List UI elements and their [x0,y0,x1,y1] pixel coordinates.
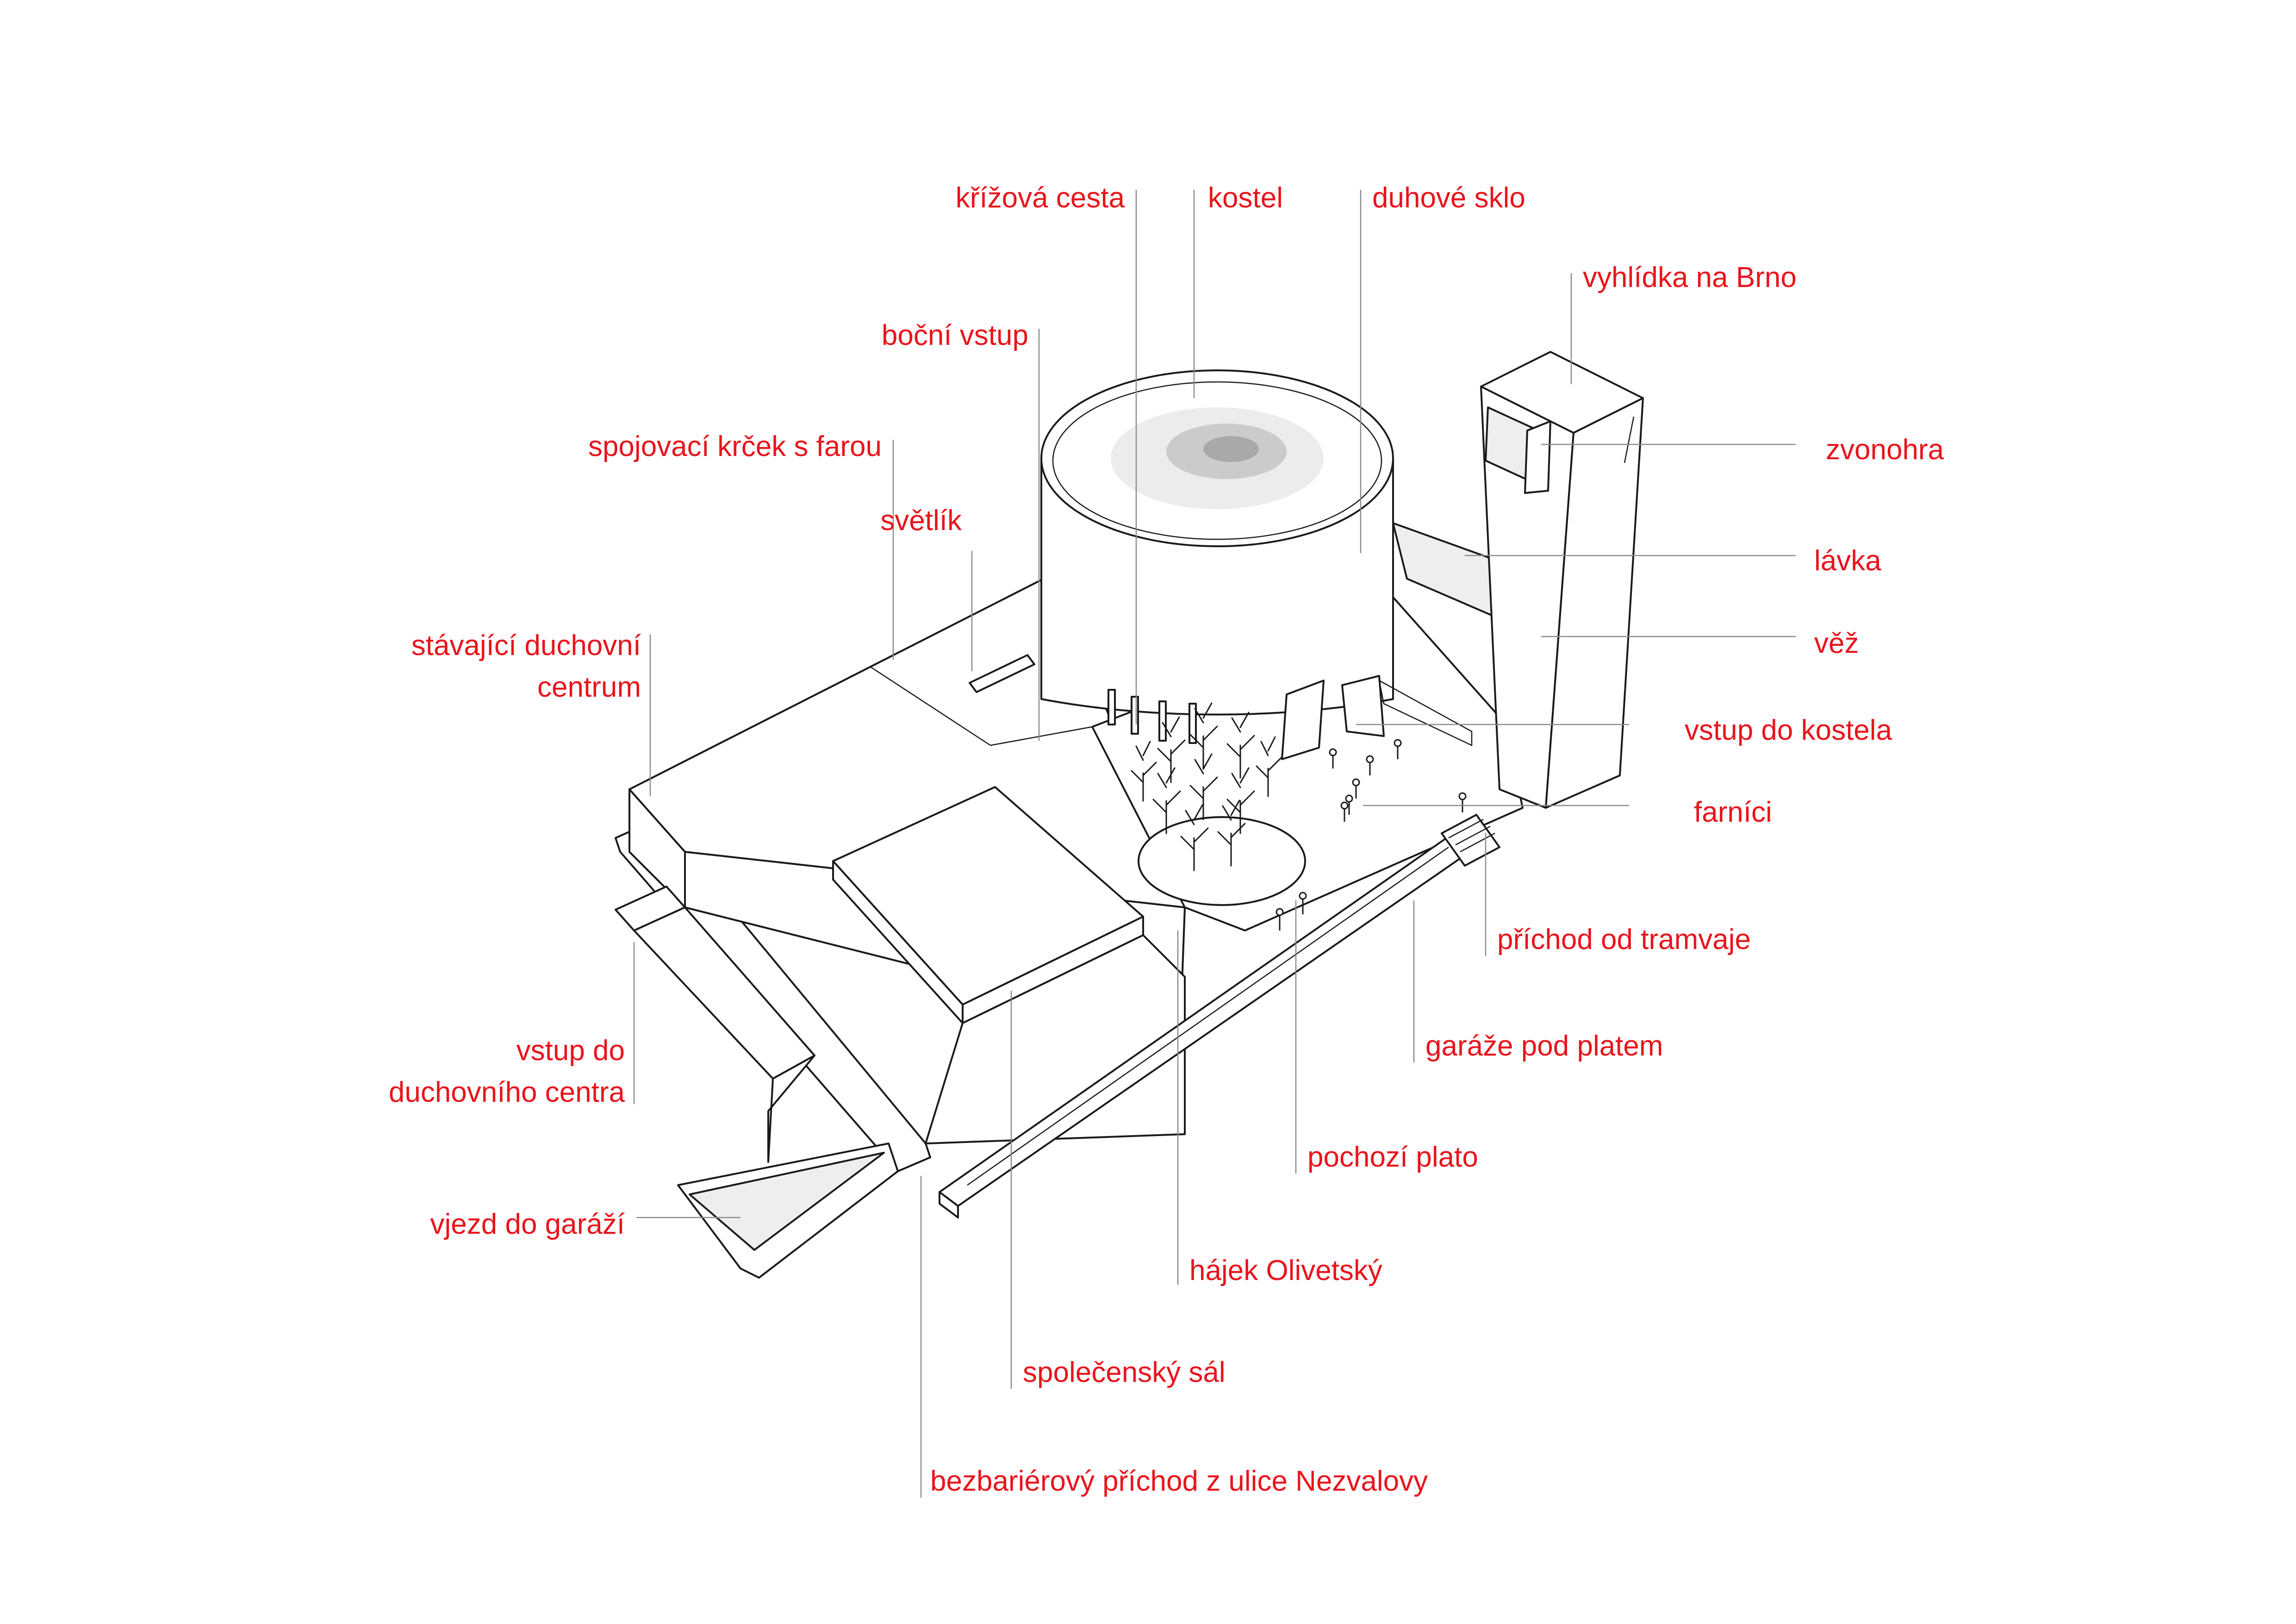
label-zvonohra: zvonohra [1826,434,1944,466]
label-vstup-dc-1: vstup do [516,1035,625,1067]
label-vstup-kostel: vstup do kostela [1685,714,1892,746]
leader-lines [633,190,1796,1498]
label-vstup-dc-2: duchovního centra [389,1076,625,1108]
label-hajek: hájek Olivetský [1189,1255,1382,1287]
label-pochozi-plato: pochozí plato [1307,1141,1478,1173]
label-vjezd: vjezd do garáží [430,1208,625,1240]
label-duhove-sklo: duhové sklo [1372,182,1525,214]
label-kostel: kostel [1208,182,1283,214]
parishioners [1276,739,1467,931]
labels: křížová cesta kostel duhové sklo vyhlídk… [389,182,1944,1497]
garage-ramp [615,886,899,1279]
label-krizova-cesta: křížová cesta [956,182,1125,214]
label-vyhlidka: vyhlídka na Brno [1583,262,1797,294]
church-cylinder [1040,369,1473,760]
skylight [969,654,1035,693]
label-bezbarierovy: bezbariérový příchod z ulice Nezvalovy [930,1465,1428,1497]
label-vez: věž [1814,627,1859,659]
label-spolecensky-sal: společenský sál [1023,1356,1226,1388]
label-prichod-tramvaj: příchod od tramvaje [1497,924,1751,956]
label-farnici: farníci [1694,796,1772,828]
label-lavka: lávka [1814,545,1881,577]
label-stavajici-2: centrum [537,671,641,703]
tower [1480,351,1644,809]
building-drawing [615,351,1644,1279]
olive-grove [1131,702,1306,906]
label-bocni-vstup: boční vstup [882,319,1028,351]
label-svetlik: světlík [880,505,962,537]
label-spojovaci-krcek: spojovací krček s farou [588,431,882,462]
label-stavajici-1: stávající duchovní [411,630,641,662]
label-garaze: garáže pod platem [1425,1030,1663,1062]
